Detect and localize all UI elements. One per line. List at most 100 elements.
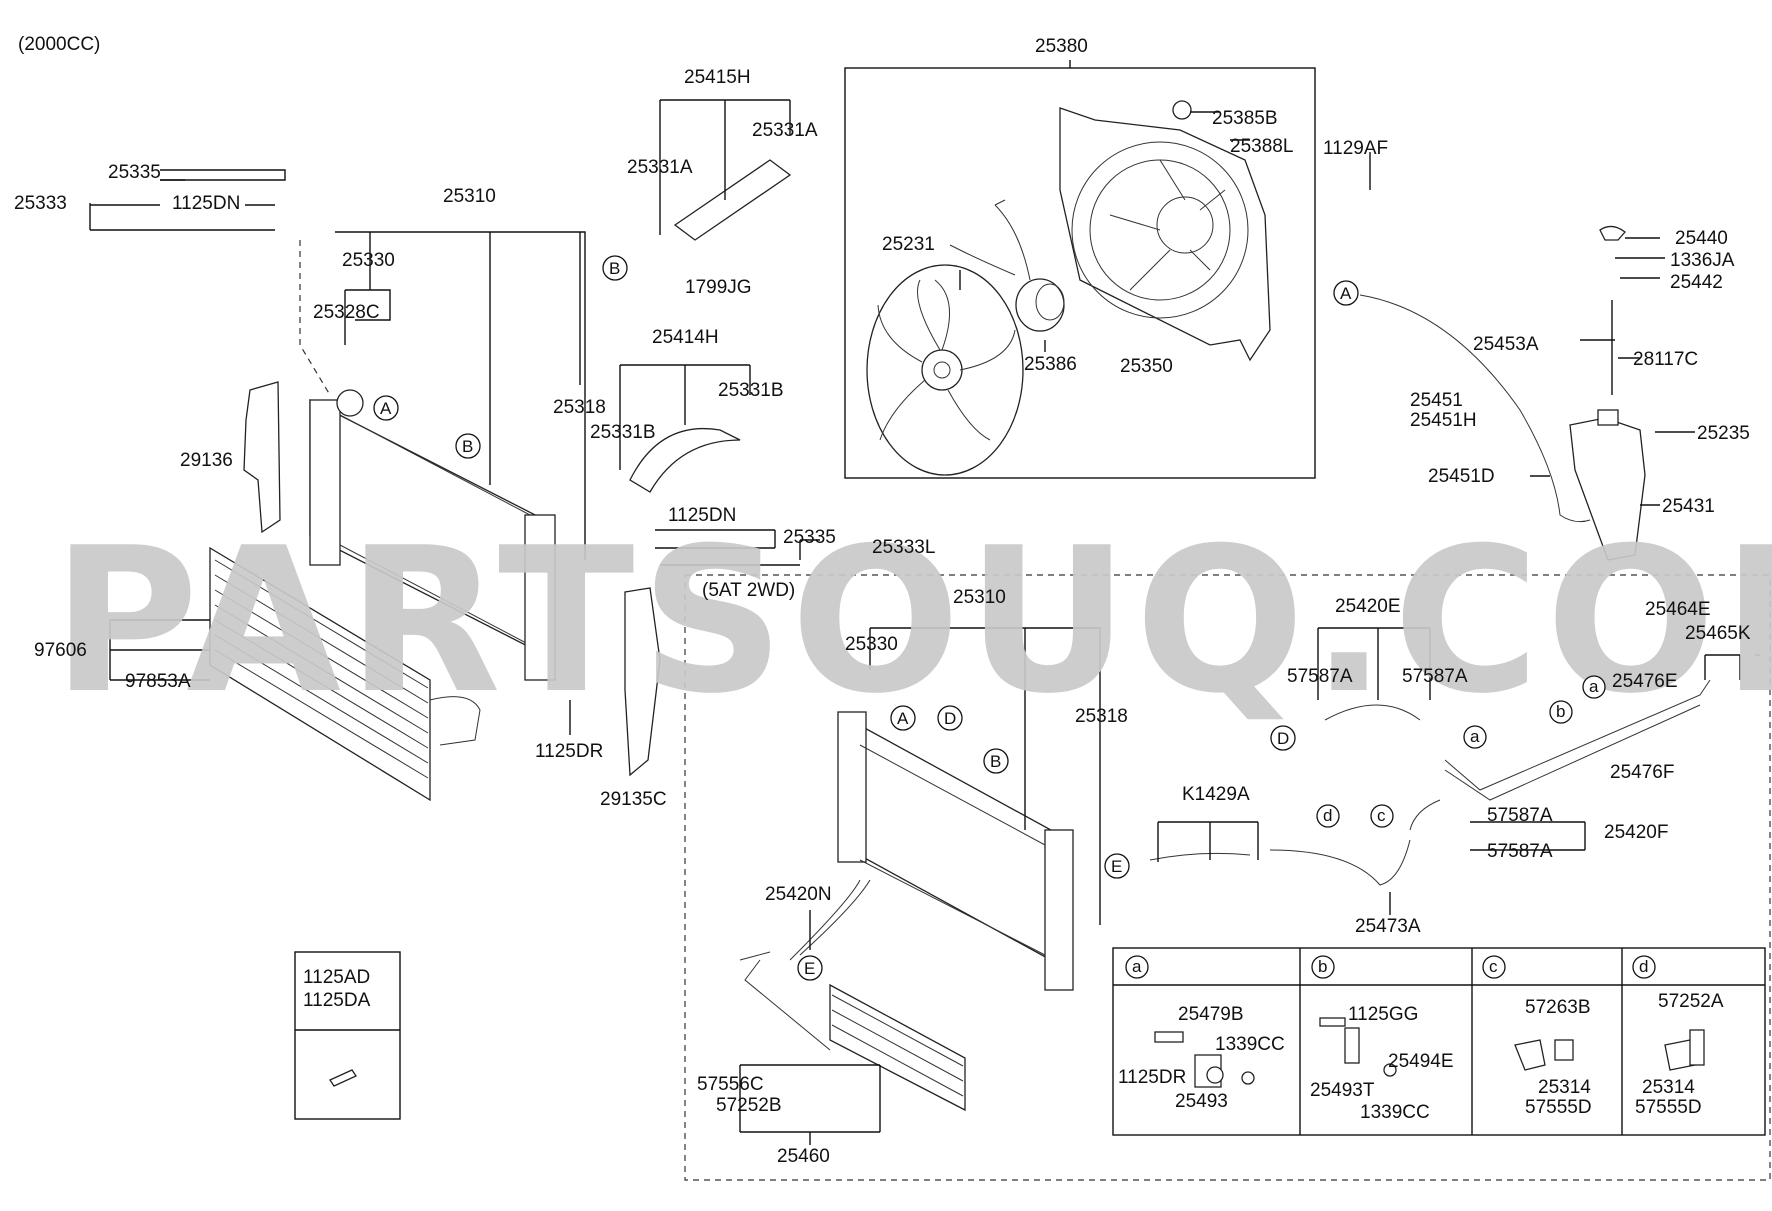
part-label-29135C: 29135C	[600, 789, 667, 810]
hose-25414H	[629, 428, 741, 493]
part-label-1125DA: 1125DA	[303, 990, 371, 1011]
callouts: A B B A A D B D E E a a b c d a b c d	[373, 255, 1656, 981]
part-label-1125DR: 1125DR	[1118, 1067, 1186, 1088]
hose-K1429A	[1149, 852, 1251, 861]
part-label-25440: 25440	[1675, 228, 1728, 249]
part-label-1125DR: 1125DR	[535, 741, 603, 762]
part-label-25476E: 25476E	[1612, 671, 1678, 692]
part-label-25493: 25493	[1175, 1091, 1228, 1112]
callout-a: a	[1470, 727, 1480, 746]
hose-25420E	[1324, 704, 1421, 721]
part-label-25385B: 25385B	[1212, 108, 1278, 129]
pipe-25476F	[1444, 704, 1701, 801]
pipe-25473A	[1269, 839, 1411, 886]
part-label-25328C: 25328C	[313, 302, 380, 323]
5at-2wd-box	[684, 574, 1771, 1181]
reservoir-hose-25451	[1359, 294, 1591, 523]
condenser-97606	[209, 546, 481, 802]
part-label-25479B: 25479B	[1178, 1004, 1244, 1025]
part-label-25318: 25318	[553, 397, 606, 418]
part-label-25414H: 25414H	[652, 327, 719, 348]
part-label-57252A: 57252A	[1658, 991, 1724, 1012]
part-label-25331A: 25331A	[752, 120, 818, 141]
part-label-25331B: 25331B	[590, 422, 656, 443]
part-label-25442: 25442	[1670, 272, 1723, 293]
part-label-57263B: 57263B	[1525, 997, 1591, 1018]
part-label-25380: 25380	[1035, 36, 1088, 57]
part-label-25451H: 25451H	[1410, 410, 1477, 431]
callout-E: E	[804, 959, 815, 978]
part-label-97853A: 97853A	[125, 671, 191, 692]
leader-lines	[89, 60, 1771, 1181]
part-label-1125GG: 1125GG	[1348, 1004, 1418, 1025]
part-label-25310: 25310	[953, 587, 1006, 608]
part-label-57556C: 57556C	[697, 1074, 764, 1095]
fan-25231	[866, 264, 1024, 476]
callout-B: B	[990, 752, 1001, 771]
watermark: PARTSOUQ.COM	[52, 505, 1772, 738]
part-label-25460: 25460	[777, 1146, 830, 1167]
part-label-1125DN: 1125DN	[172, 193, 240, 214]
part-label-25453A: 25453A	[1473, 334, 1539, 355]
part-label-25333L: 25333L	[872, 537, 935, 558]
hose-25415H	[673, 159, 792, 241]
part-label-K1429A: K1429A	[1182, 784, 1250, 805]
part-label-25420E: 25420E	[1335, 596, 1401, 617]
part-label-25350: 25350	[1120, 356, 1173, 377]
engine-label: (2000CC)	[18, 34, 100, 55]
part-label-1336JA: 1336JA	[1670, 250, 1735, 271]
callout-c: c	[1377, 806, 1386, 825]
part-label-25333: 25333	[14, 193, 67, 214]
bolt-box	[294, 951, 401, 1120]
part-label-25476F: 25476F	[1610, 762, 1674, 783]
part-label-25231: 25231	[882, 234, 935, 255]
callout-A: A	[380, 399, 392, 418]
callout-D: D	[944, 709, 956, 728]
part-label-57587A: 57587A	[1402, 666, 1468, 687]
part-label-25310: 25310	[443, 186, 496, 207]
part-label-25314: 25314	[1538, 1077, 1591, 1098]
fan-assembly-box	[844, 67, 1316, 479]
callout-a: a	[1589, 677, 1599, 696]
part-label-25464E: 25464E	[1645, 599, 1711, 620]
part-label-57587A: 57587A	[1487, 841, 1553, 862]
part-label-25493T: 25493T	[1310, 1080, 1375, 1101]
pipe-25476E	[1444, 679, 1711, 791]
part-label-57252B: 57252B	[716, 1095, 782, 1116]
part-label-97606: 97606	[34, 640, 87, 661]
part-label-25330: 25330	[845, 634, 898, 655]
table-header-a: a	[1132, 957, 1142, 976]
part-label-25451: 25451	[1410, 390, 1463, 411]
part-label-25235: 25235	[1697, 423, 1750, 444]
part-label-25335: 25335	[108, 162, 161, 183]
part-labels: (2000CC) (5AT 2WD) 25380 25415H 25331A 2…	[14, 34, 1751, 1167]
part-label-57555D: 57555D	[1635, 1097, 1702, 1118]
hose-25420F	[1409, 799, 1441, 831]
part-label-25314: 25314	[1642, 1077, 1695, 1098]
table-header-b: b	[1318, 957, 1327, 976]
part-label-1339CC: 1339CC	[1360, 1102, 1430, 1123]
callout-d: d	[1323, 806, 1332, 825]
fan-motor-25386	[949, 199, 1065, 332]
part-label-25431: 25431	[1662, 496, 1715, 517]
table-header-d: d	[1639, 957, 1648, 976]
callout-A: A	[897, 709, 909, 728]
callout-A: A	[1340, 284, 1352, 303]
detail-shapes	[1154, 1017, 1705, 1088]
part-shapes	[209, 67, 1711, 1112]
air-guard-29135C	[624, 587, 661, 777]
part-label-57555D: 57555D	[1525, 1097, 1592, 1118]
detail-table	[1112, 947, 1766, 1136]
part-label-57587A: 57587A	[1487, 805, 1553, 826]
callout-D: D	[1277, 729, 1289, 748]
part-label-25331A: 25331A	[627, 157, 693, 178]
part-label-1125DN: 1125DN	[668, 505, 736, 526]
part-label-57587A: 57587A	[1287, 666, 1353, 687]
part-label-25420F: 25420F	[1604, 822, 1668, 843]
part-label-1125AD: 1125AD	[303, 967, 370, 988]
part-label-1799JG: 1799JG	[685, 277, 752, 298]
callout-E: E	[1111, 857, 1122, 876]
callout-B: B	[462, 437, 473, 456]
